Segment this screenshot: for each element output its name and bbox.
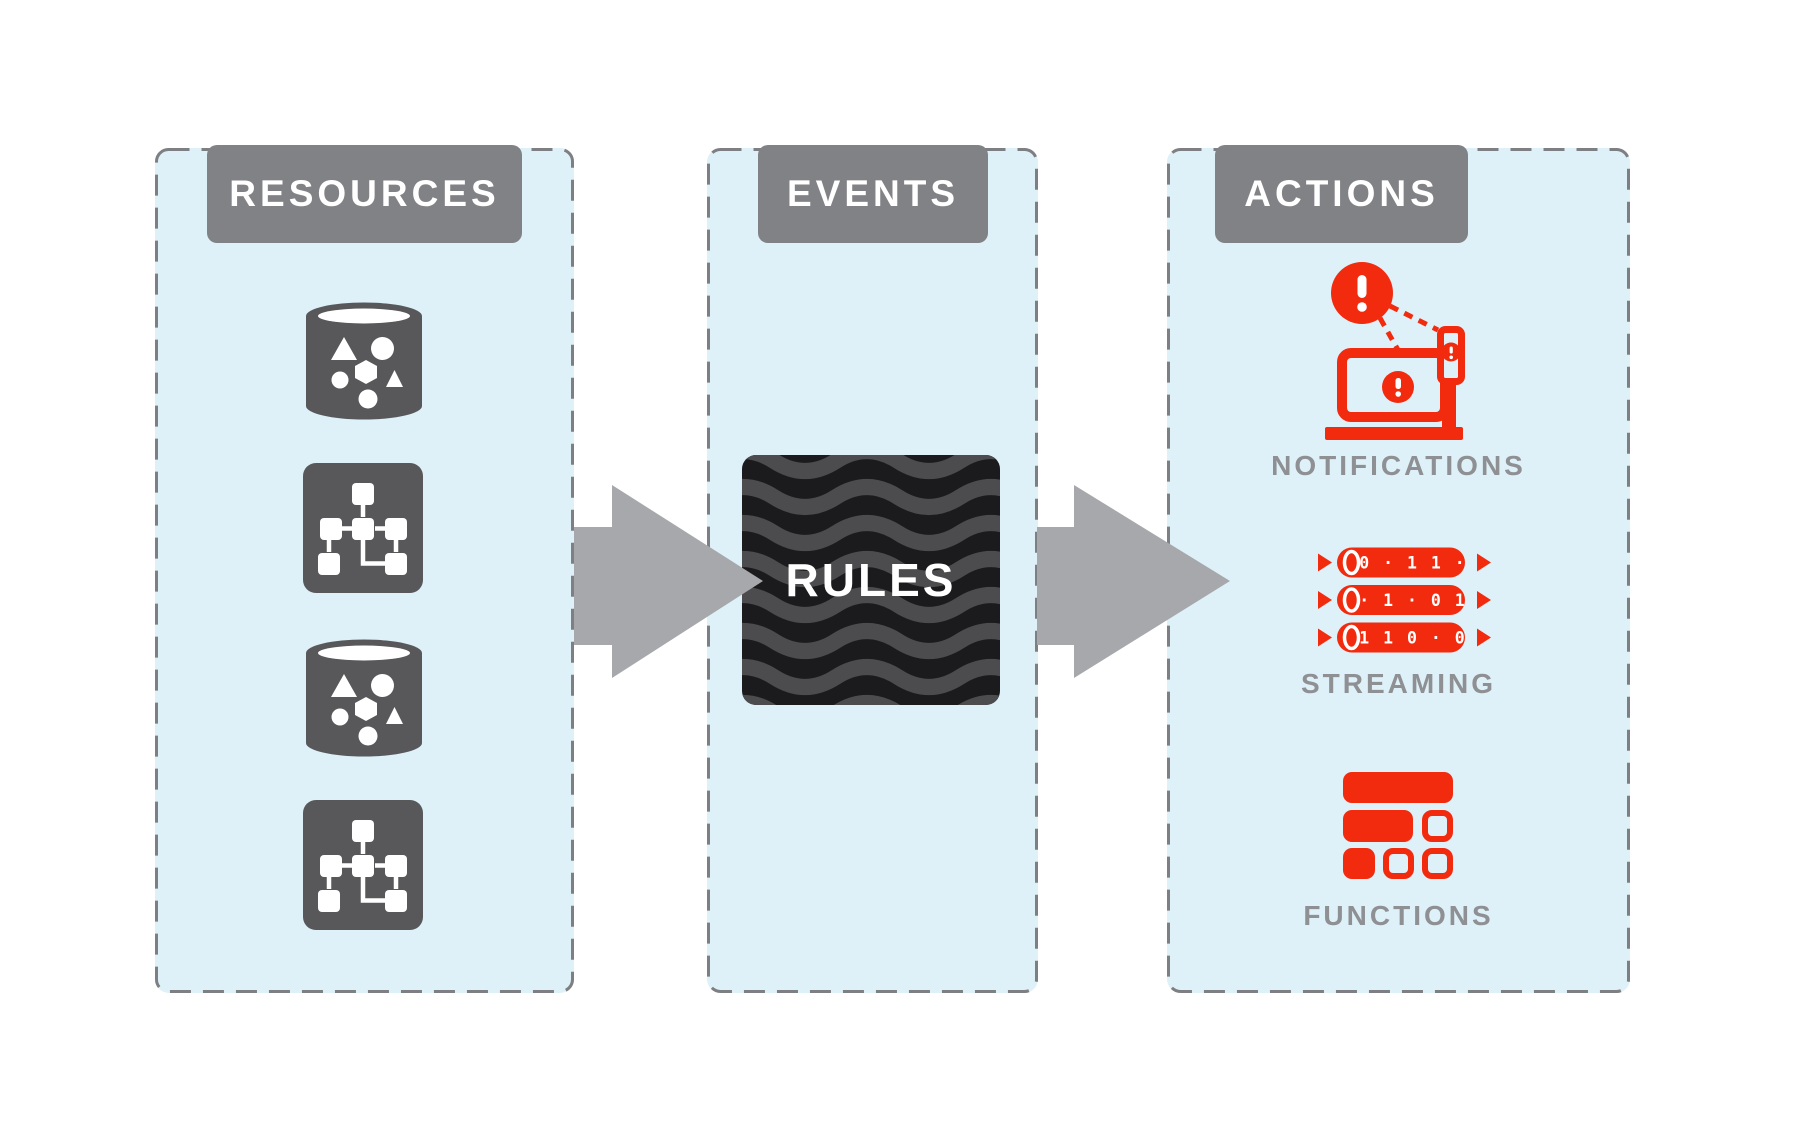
rules-block: RULES [742, 455, 1000, 705]
streaming-label: STREAMING [1301, 668, 1496, 699]
phone-icon [1437, 326, 1465, 429]
actions-header-label: ACTIONS [1244, 173, 1439, 214]
alert-circle-icon [1331, 262, 1393, 324]
stream-row-digits: · 1 · 0 1 [1359, 591, 1466, 610]
actions-header: ACTIONS [1215, 145, 1468, 243]
stream-row-digits: 0 · 1 1 · [1359, 554, 1466, 573]
flowchart-icon [303, 800, 423, 930]
stream-row-digits: 1 1 0 · 0 [1359, 629, 1466, 648]
database-icon [306, 639, 422, 757]
notifications-label: NOTIFICATIONS [1271, 450, 1526, 481]
notifications-icon [1325, 262, 1465, 440]
functions-icon [1343, 772, 1453, 879]
functions-label: FUNCTIONS [1303, 900, 1494, 931]
flowchart-icon [303, 463, 423, 593]
events-header: EVENTS [758, 145, 988, 243]
rules-waves-texture [742, 455, 1000, 705]
rules-label: RULES [785, 554, 957, 606]
events-header-label: EVENTS [786, 173, 960, 214]
alert-dashed-lines [1377, 303, 1440, 352]
resources-header: RESOURCES [207, 145, 522, 243]
database-icon [306, 302, 422, 420]
resources-header-label: RESOURCES [229, 173, 500, 214]
streaming-icon: 0 · 1 1 · · 1 · 0 1 1 1 0 · 0 [1318, 547, 1491, 653]
